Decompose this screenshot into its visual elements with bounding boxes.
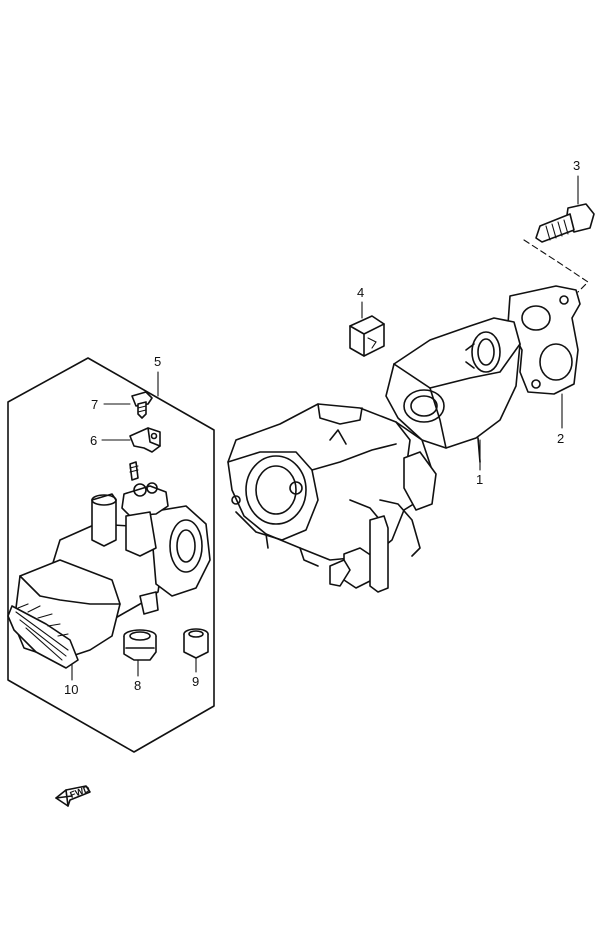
kit-boundary-box (7, 357, 215, 753)
part-2-gasket[interactable] (507, 285, 581, 395)
part-8-plug[interactable] (123, 629, 157, 661)
part-4-cap[interactable] (349, 315, 385, 357)
callout-4: 4 (357, 285, 364, 300)
callout-8: 8 (134, 678, 141, 693)
part-9-collar[interactable] (183, 628, 209, 659)
bolt-axis-dash (523, 239, 589, 293)
callout-2: 2 (557, 431, 564, 446)
callout-10: 10 (64, 682, 78, 697)
fwd-label: FWD (69, 783, 92, 800)
callout-1: 1 (476, 472, 483, 487)
part-7-screw[interactable] (131, 391, 153, 419)
callout-9: 9 (192, 674, 199, 689)
callout-5: 5 (154, 354, 161, 369)
callout-6: 6 (90, 433, 97, 448)
carburetor-body[interactable] (227, 403, 437, 593)
part-6-bracket[interactable] (129, 427, 161, 453)
fwd-arrow: FWD (55, 783, 92, 807)
callout-3: 3 (573, 158, 580, 173)
part-10-silencer[interactable] (7, 559, 121, 669)
callout-7: 7 (91, 397, 98, 412)
part-1-manifold[interactable] (385, 317, 521, 463)
part-3-bolt[interactable] (535, 203, 595, 243)
